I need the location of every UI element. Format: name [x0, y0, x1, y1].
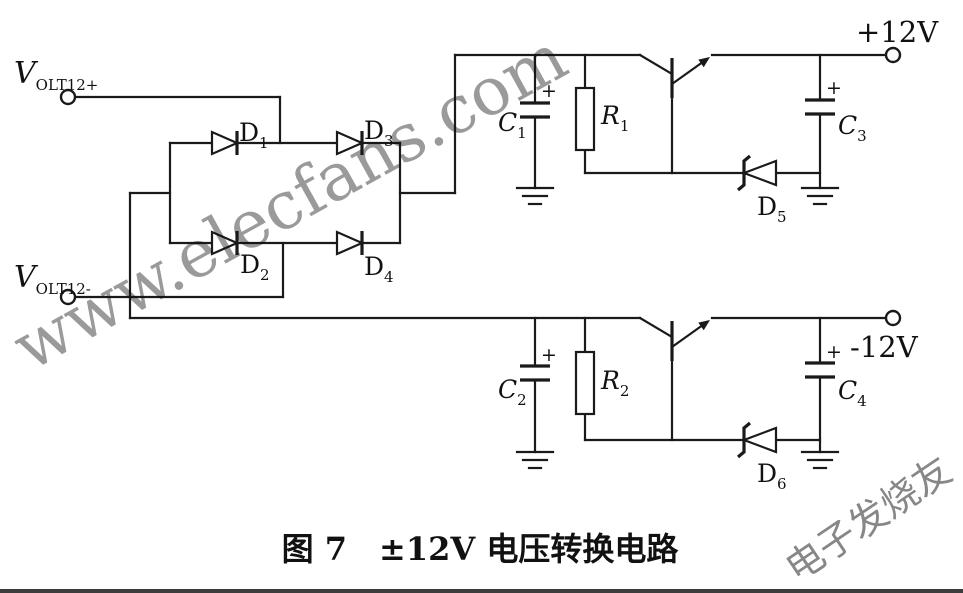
capacitor-c3-label: C3 — [838, 111, 867, 145]
capacitor-c1 — [520, 101, 550, 119]
ground-symbol-c4 — [800, 450, 840, 470]
diode-d5-label: D5 — [757, 192, 787, 226]
diode-d3 — [335, 130, 365, 156]
capacitor-c1-label: C1 — [498, 108, 527, 142]
resistor-r2 — [574, 350, 596, 416]
c2-polarity-plus: + — [541, 344, 557, 366]
figure-caption: 图 7 ±12V 电压转换电路 — [282, 530, 680, 568]
diode-d3-label: D3 — [364, 116, 394, 150]
capacitor-c3 — [805, 98, 835, 116]
diode-d4-label: D4 — [364, 252, 394, 286]
zener-diode-d5 — [736, 154, 778, 192]
resistor-r1-label: R1 — [600, 101, 629, 135]
diode-d2 — [210, 230, 240, 256]
terminal-vout-pos — [884, 46, 902, 64]
capacitor-c4-label: C4 — [838, 376, 867, 410]
ground-symbol-c1 — [515, 186, 555, 206]
vout-neg-label: -12V — [850, 330, 919, 364]
terminal-vout-neg — [884, 309, 902, 327]
watermark-brand: 电子发烧友 — [777, 448, 959, 591]
transistor-q1 — [638, 53, 710, 98]
diode-d1-label: D1 — [239, 118, 269, 152]
transistor-q2 — [638, 316, 710, 361]
zener-diode-d6 — [736, 421, 778, 459]
ground-symbol-c3 — [800, 186, 840, 206]
diode-d4 — [335, 230, 365, 256]
vin-pos-label: VOLT12+ — [14, 56, 98, 94]
c3-polarity-plus: + — [826, 77, 842, 99]
c4-polarity-plus: + — [826, 341, 842, 363]
schematic-wires — [73, 53, 888, 454]
vin-neg-label: VOLT12- — [14, 260, 91, 298]
scan-edge-artifact — [0, 589, 963, 593]
c1-polarity-plus: + — [541, 80, 557, 102]
diode-d2-label: D2 — [240, 250, 270, 284]
diode-d6-label: D6 — [757, 459, 787, 493]
capacitor-c2-label: C2 — [498, 375, 527, 409]
diode-d1 — [210, 130, 240, 156]
resistor-r1 — [574, 86, 596, 152]
terminal-vin-neg — [59, 288, 77, 306]
resistor-r2-label: R2 — [600, 366, 629, 400]
bridge-rectifier — [210, 130, 365, 256]
vout-pos-label: +12V — [856, 15, 939, 49]
terminal-vin-pos — [59, 88, 77, 106]
capacitor-c2 — [520, 364, 550, 382]
capacitor-c4 — [805, 361, 835, 379]
watermark-site: www.elecfans.com — [0, 18, 579, 386]
ground-symbol-c2 — [515, 450, 555, 470]
